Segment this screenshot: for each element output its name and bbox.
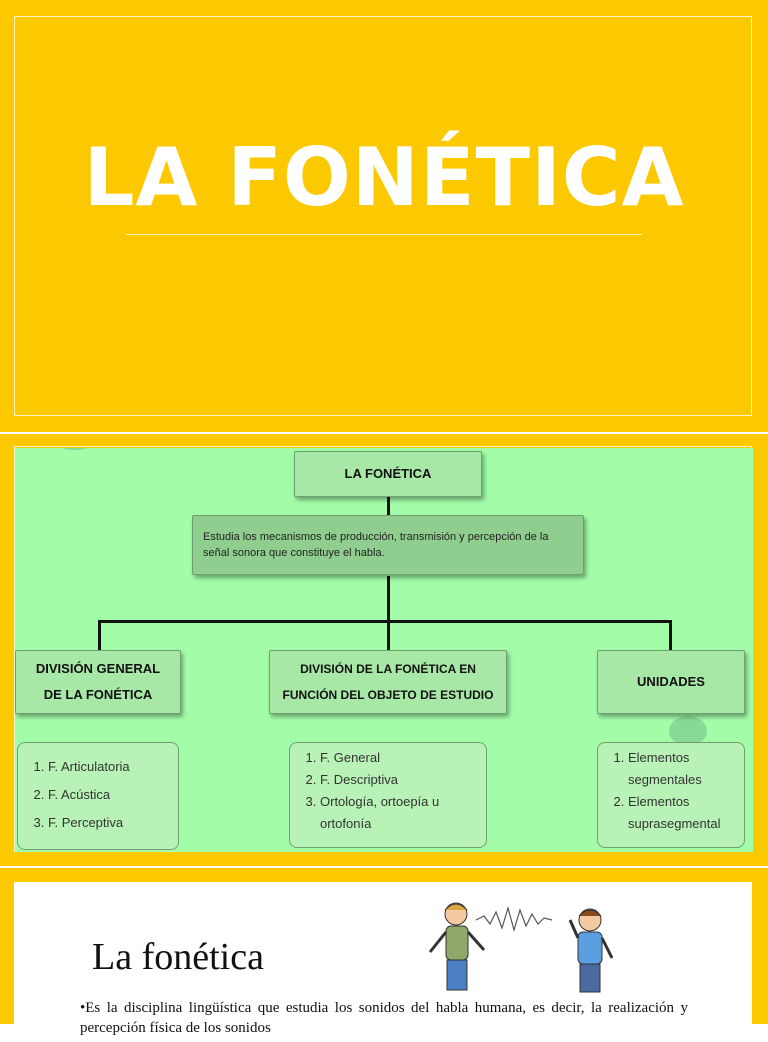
list-item: F. Articulatoria bbox=[48, 753, 178, 781]
slide-separator bbox=[0, 432, 768, 434]
branch-list-objeto: F. General F. Descriptiva Ortología, ort… bbox=[289, 742, 487, 848]
decorative-blob bbox=[669, 716, 707, 746]
concept-diagram: LA FONÉTICA Estudia los mecanismos de pr… bbox=[15, 448, 753, 852]
title-underline bbox=[126, 234, 642, 235]
connector-line bbox=[98, 620, 101, 650]
title-slide: LA FONÉTICA bbox=[0, 0, 768, 432]
branch-list-general: F. Articulatoria F. Acústica F. Percepti… bbox=[17, 742, 179, 850]
list-item: F. Acústica bbox=[48, 781, 178, 809]
title-slide-frame bbox=[14, 16, 752, 416]
branch-box-objeto: DIVISIÓN DE LA FONÉTICA EN FUNCIÓN DEL O… bbox=[269, 650, 507, 714]
connector-line bbox=[387, 576, 390, 622]
list-item: Elementos segmentales bbox=[628, 747, 744, 791]
list-item: F. Perceptiva bbox=[48, 809, 178, 837]
diagram-description-box: Estudia los mecanismos de producción, tr… bbox=[192, 515, 584, 575]
slide-separator bbox=[0, 866, 768, 868]
definition-paragraph: •Es la disciplina lingüística que estudi… bbox=[80, 998, 688, 1038]
connector-line bbox=[669, 620, 672, 650]
list-item: Ortología, ortoepía u ortofonía bbox=[320, 791, 486, 835]
connector-line bbox=[98, 620, 672, 623]
bullet-icon: • bbox=[80, 1000, 86, 1016]
definition-text: Es la disciplina lingüística que estudia… bbox=[80, 1000, 688, 1036]
list-item: Elementos suprasegmental bbox=[628, 791, 744, 835]
branch-box-general: DIVISIÓN GENERAL DE LA FONÉTICA bbox=[15, 650, 181, 714]
decorative-blob bbox=[55, 448, 95, 450]
branch-list-unidades: Elementos segmentales Elementos supraseg… bbox=[597, 742, 745, 848]
diagram-root-box: LA FONÉTICA bbox=[294, 451, 482, 497]
definition-slide bbox=[0, 868, 768, 1042]
list-item: F. Descriptiva bbox=[320, 769, 486, 791]
definition-card bbox=[14, 882, 752, 1042]
section-heading: La fonética bbox=[92, 936, 264, 978]
list-item: F. General bbox=[320, 747, 486, 769]
slide-title: LA FONÉTICA bbox=[83, 131, 685, 224]
two-people-talking-illustration bbox=[428, 902, 614, 993]
connector-line bbox=[387, 620, 390, 650]
connector-line bbox=[387, 496, 390, 516]
branch-box-unidades: UNIDADES bbox=[597, 650, 745, 714]
